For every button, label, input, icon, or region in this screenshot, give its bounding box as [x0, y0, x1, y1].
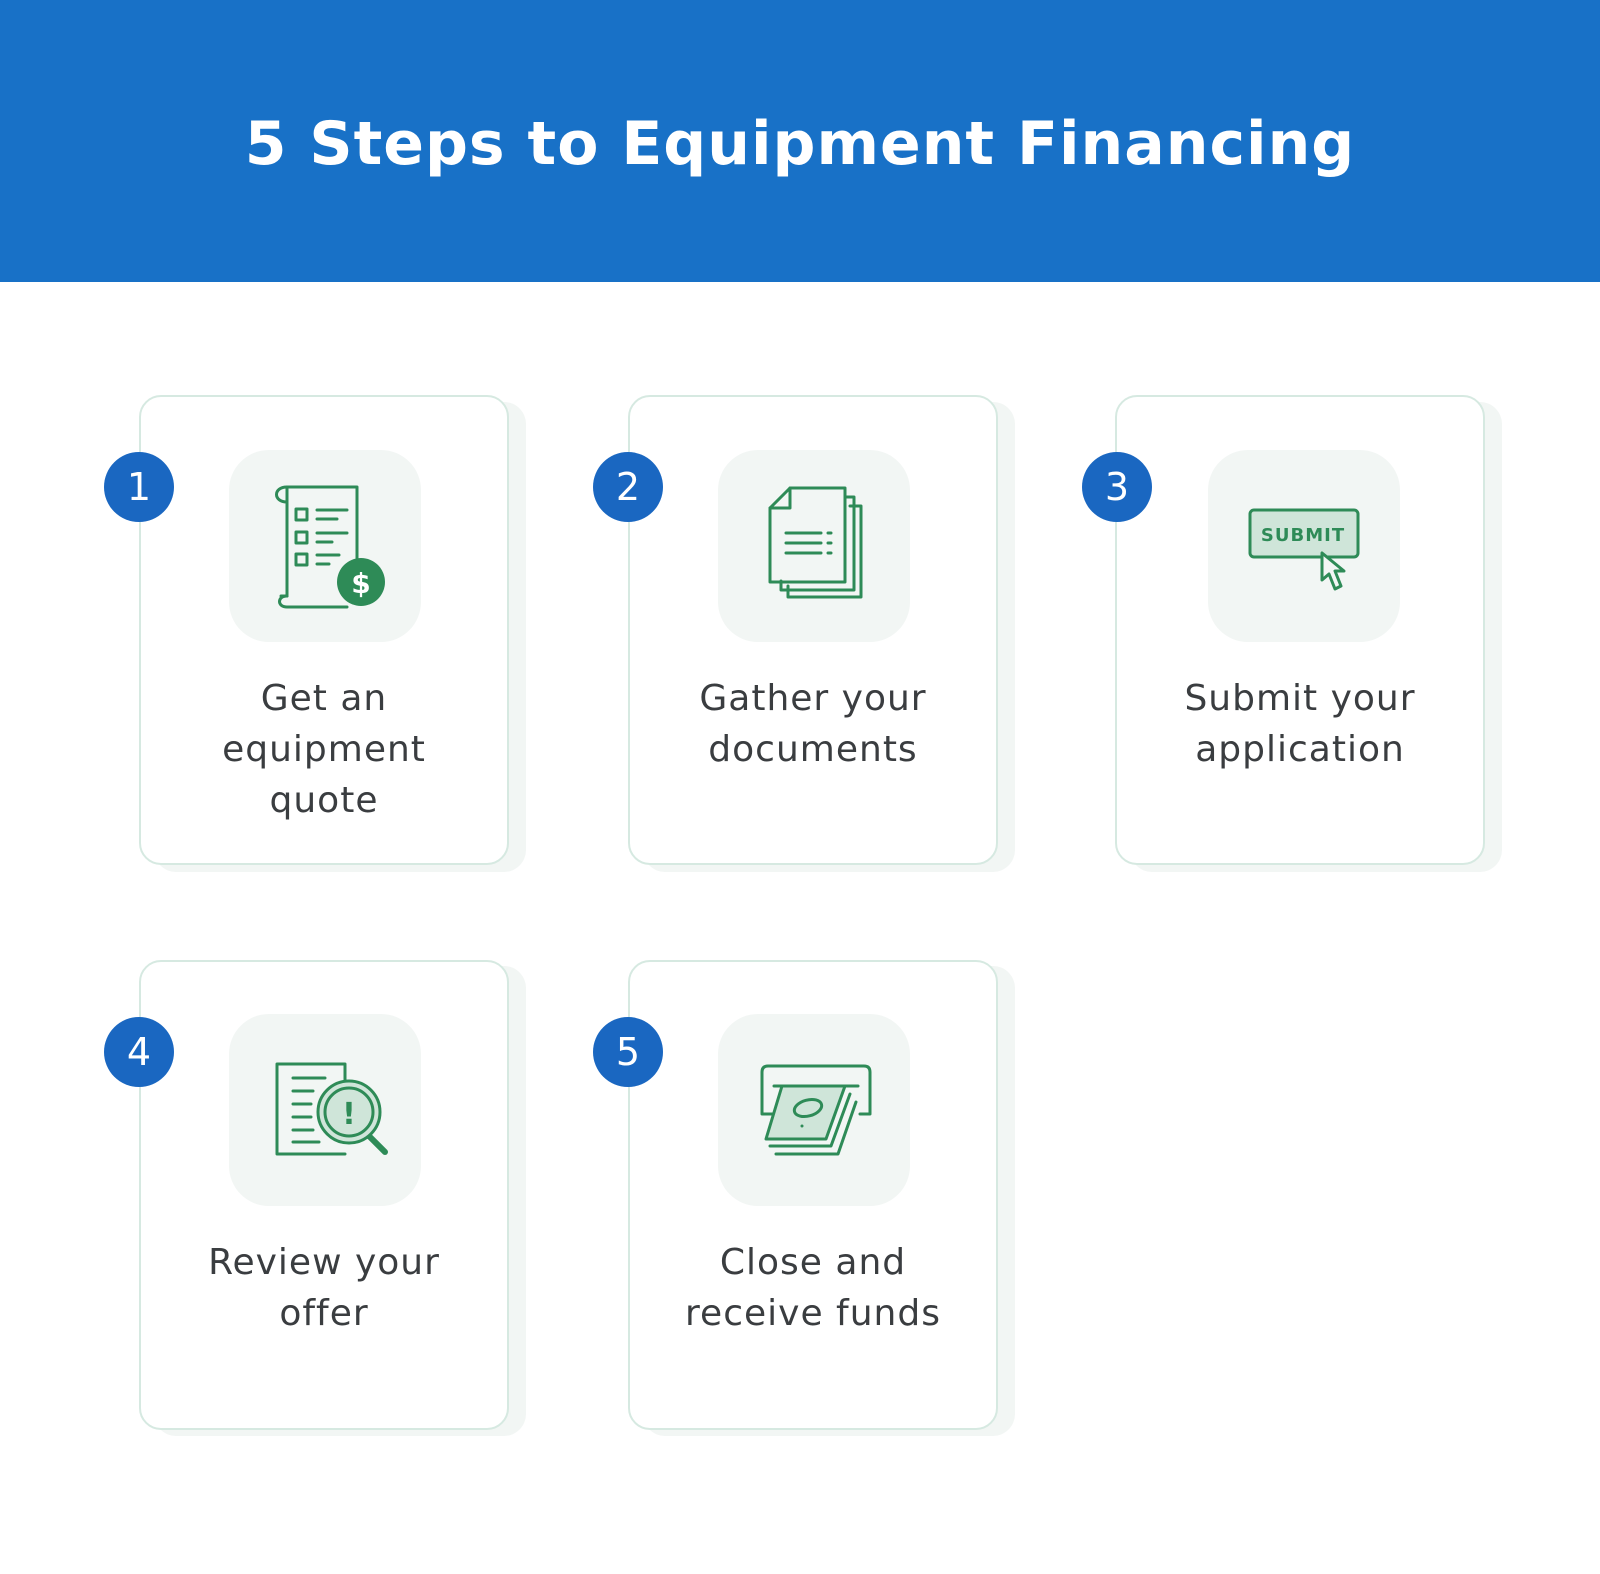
step-label-line: Close and [719, 1242, 907, 1283]
step-number-badge: 5 [593, 1017, 663, 1087]
svg-text:$: $ [351, 567, 370, 600]
cash-dispenser-icon [760, 1064, 872, 1156]
quote-receipt-dollar-icon: $ [275, 485, 385, 609]
icon-box: SUBMIT [1208, 450, 1400, 642]
step-label-line: Get an [260, 678, 388, 719]
alert-mark: ! [342, 1097, 356, 1132]
step-label-line: Submit your [1184, 678, 1416, 719]
step-label: Get an equipment quote [174, 673, 474, 826]
icon-box [718, 450, 910, 642]
step-label-line: offer [279, 1293, 369, 1334]
document-magnifier-alert-icon: ! [275, 1062, 388, 1156]
submit-text: SUBMIT [1261, 525, 1345, 546]
step-label-line: receive funds [685, 1293, 941, 1334]
icon-box: $ [229, 450, 421, 642]
step-label-line: quote [269, 780, 379, 821]
header-banner: 5 Steps to Equipment Financing [0, 0, 1600, 282]
step-label-line: application [1195, 729, 1405, 770]
step-label: Submit your application [1150, 673, 1450, 775]
submit-button-cursor-icon: SUBMIT [1248, 508, 1360, 591]
step-label-line: documents [708, 729, 918, 770]
step-label-line: Gather your [699, 678, 927, 719]
step-number-badge: 3 [1082, 452, 1152, 522]
stacked-documents-icon [768, 486, 863, 599]
step-label-line: Review your [208, 1242, 440, 1283]
icon-box: ! [229, 1014, 421, 1206]
step-label-line: equipment [222, 729, 426, 770]
icon-box [718, 1014, 910, 1206]
page-title: 5 Steps to Equipment Financing [244, 109, 1356, 179]
step-number-badge: 4 [104, 1017, 174, 1087]
step-number-badge: 1 [104, 452, 174, 522]
step-label: Close and receive funds [663, 1237, 963, 1339]
step-number-badge: 2 [593, 452, 663, 522]
step-label: Gather your documents [663, 673, 963, 775]
step-label: Review your offer [174, 1237, 474, 1339]
